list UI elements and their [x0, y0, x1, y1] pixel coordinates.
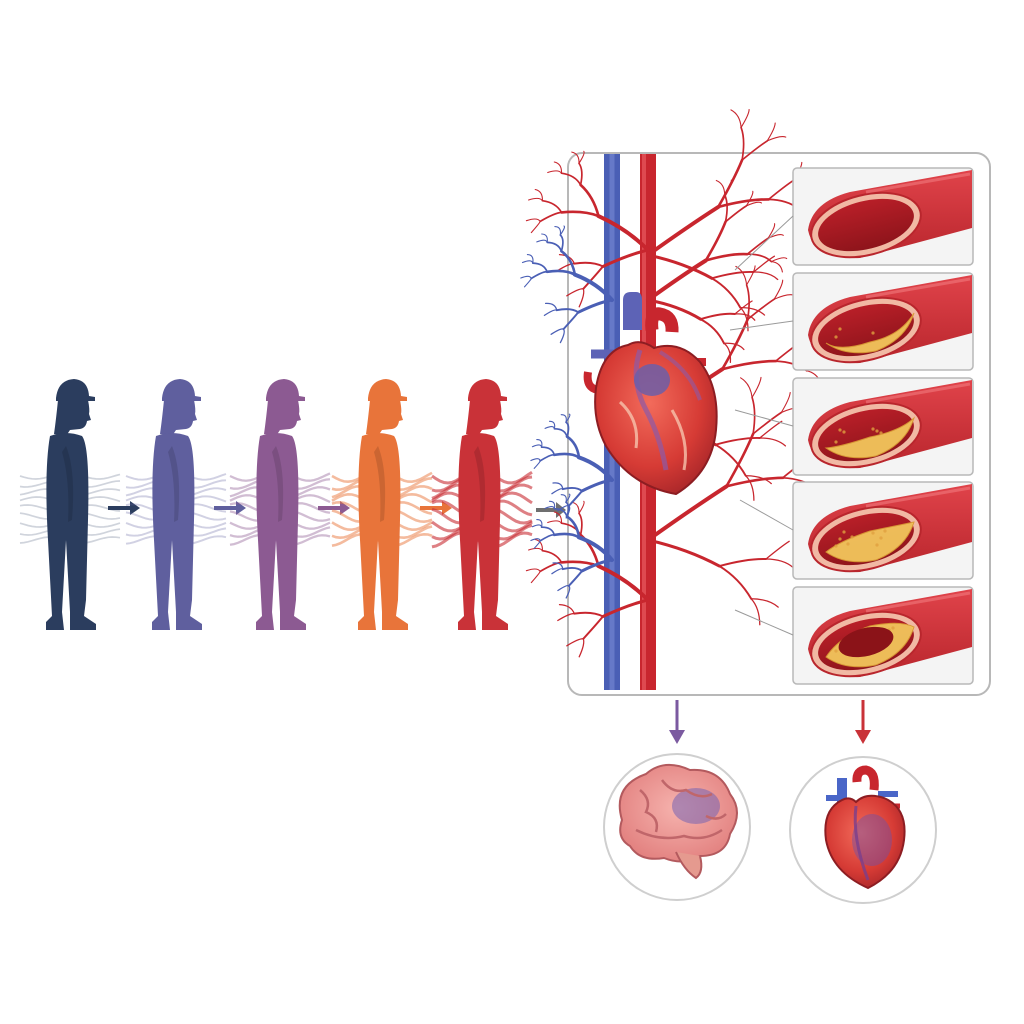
artery-cross-sections: [729, 167, 974, 685]
heart-icon: [824, 765, 906, 890]
worker-silhouette-icon: [256, 379, 306, 630]
stage-arrow: [108, 501, 140, 515]
brain-outcome: [603, 753, 751, 901]
stage-arrow: [420, 501, 452, 515]
occluded-artery: [734, 586, 974, 685]
exposure-stages: [19, 379, 533, 630]
stage-4: [331, 379, 452, 630]
plaque-deposit: [824, 416, 916, 459]
heart-outcome: [789, 756, 937, 904]
stage-5: [431, 379, 533, 630]
stage-3: [229, 379, 350, 630]
clot: [838, 626, 894, 658]
worker-silhouette-icon: [46, 379, 96, 630]
outcomes: [603, 700, 937, 904]
arrow-to-heart: [855, 700, 871, 744]
advanced-plaque: [739, 481, 974, 580]
vena-cava: [623, 292, 642, 330]
plaque-deposit: [825, 312, 915, 354]
stage-arrow: [214, 501, 246, 515]
heart-anatomy: [583, 292, 718, 496]
worker-silhouette-icon: [458, 379, 508, 630]
arrow-to-brain: [669, 700, 685, 744]
worker-silhouette-icon: [358, 379, 408, 630]
worker-silhouette-icon: [152, 379, 202, 630]
stage-2: [125, 379, 246, 630]
aortic-arch: [645, 307, 679, 333]
anatomy-panel: [520, 108, 991, 696]
stage-arrow: [318, 501, 350, 515]
early-plaque: [729, 272, 974, 371]
brain-icon: [618, 763, 738, 880]
stage-1: [19, 379, 140, 630]
plaque-deposit: [825, 521, 915, 563]
moderate-plaque: [734, 377, 974, 476]
healthy-artery: [734, 167, 974, 271]
